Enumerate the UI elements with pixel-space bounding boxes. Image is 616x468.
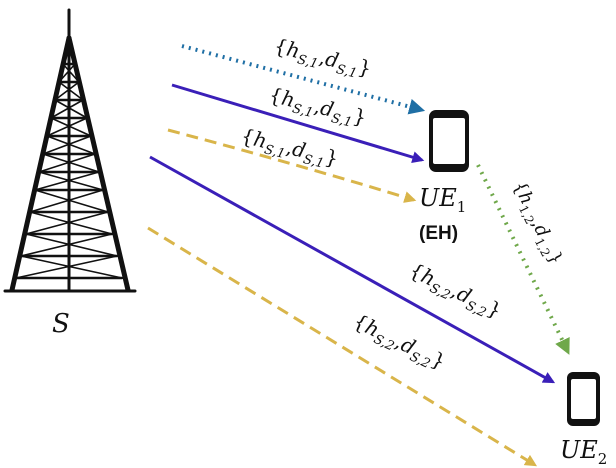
source-label: S	[52, 309, 70, 339]
label-s-ue2-solid: {hS,2,dS,2}	[404, 258, 505, 327]
label-s-ue2-dashed: {hS,2,dS,2}	[348, 309, 449, 378]
cell-tower-icon	[3, 8, 137, 293]
link-s-ue1-solid	[171, 83, 425, 163]
ue1-label: UE1	[419, 184, 466, 216]
label-s-ue1-dotted: {hS,1,dS,1}	[271, 34, 374, 85]
ue1-smartphone-icon	[429, 110, 469, 172]
label-ue1-ue2: {h1,2,d1,2}	[506, 178, 567, 269]
link-s-ue2-solid	[149, 155, 556, 384]
label-s-ue1-dashed: {hS,1,dS,1}	[238, 124, 341, 175]
label-s-ue1-solid: {hS,1,dS,1}	[266, 83, 369, 134]
ue2-label: UE2	[560, 436, 607, 468]
ue2-smartphone-icon	[567, 372, 600, 426]
ue1-role-label: (EH)	[419, 223, 458, 244]
